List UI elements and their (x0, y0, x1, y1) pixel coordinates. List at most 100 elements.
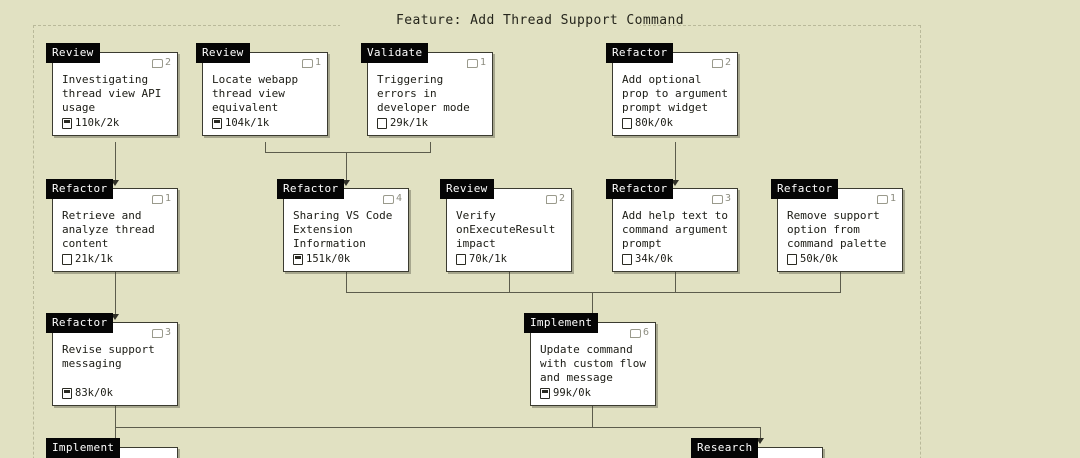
comment-count-value: 1 (889, 193, 896, 204)
comment-count: 4 (382, 193, 402, 204)
token-usage: 151k/0k (284, 251, 408, 271)
comment-bubble-icon (382, 195, 394, 204)
comment-bubble-icon (545, 195, 557, 204)
edge-triggering-down (430, 142, 431, 153)
arrowhead-research-bottom (756, 438, 764, 444)
task-card[interactable]: Research (691, 438, 823, 458)
arrowhead-sharing (342, 180, 350, 186)
task-title: Add optional prop to argument prompt wid… (622, 73, 728, 114)
token-usage-value: 34k/0k (635, 253, 673, 265)
task-title: Retrieve and analyze thread content (62, 209, 155, 250)
token-usage: 99k/0k (531, 385, 655, 405)
task-status-badge: Refactor (46, 313, 114, 333)
edge-help-down (675, 271, 676, 293)
task-status-badge: Validate (361, 43, 429, 63)
edge-revise-down (115, 405, 116, 428)
task-title: Revise support messaging (62, 343, 155, 370)
edge-retrieve-to-revise (115, 271, 116, 316)
task-status-badge: Refactor (46, 179, 114, 199)
comment-count-value: 3 (164, 327, 171, 338)
edge-verify-down (509, 271, 510, 293)
comment-count: 1 (301, 57, 321, 68)
task-title: Sharing VS Code Extension Information (293, 209, 393, 250)
arrowhead-help-text (671, 180, 679, 186)
token-usage-value: 83k/0k (75, 387, 113, 399)
title-backdrop (340, 17, 640, 34)
card-header: 2 (613, 53, 737, 72)
document-token-icon (456, 253, 466, 265)
token-usage-value: 104k/1k (225, 117, 270, 129)
task-title: Investigating thread view API usage (62, 73, 162, 114)
comment-count: 1 (876, 193, 896, 204)
comment-count-value: 2 (558, 193, 565, 204)
card-header: 1 (778, 189, 902, 208)
comment-count: 2 (151, 57, 171, 68)
token-usage: 29k/1k (368, 115, 492, 135)
edge-sharing-down (346, 271, 347, 293)
task-title: Triggering errors in developer mode (377, 73, 470, 114)
edge-bus-to-sharing (346, 152, 347, 182)
comment-bubble-icon (151, 59, 163, 68)
comment-count-value: 1 (479, 57, 486, 68)
token-usage-value: 21k/1k (75, 253, 113, 265)
comment-count-value: 2 (724, 57, 731, 68)
edge-prop-to-help-text (675, 142, 676, 182)
document-token-icon (787, 253, 797, 265)
comment-count: 3 (711, 193, 731, 204)
card-header: 1 (53, 189, 177, 208)
document-token-icon (622, 117, 632, 129)
card-header: 6 (531, 323, 655, 342)
task-status-badge: Review (46, 43, 100, 63)
token-usage: 70k/1k (447, 251, 571, 271)
task-status-badge: Implement (524, 313, 599, 333)
comment-bubble-icon (876, 195, 888, 204)
comment-bubble-icon (629, 329, 641, 338)
task-status-badge: Research (691, 438, 759, 458)
card-header: 2 (53, 53, 177, 72)
document-token-icon (62, 117, 72, 129)
task-title: Add help text to command argument prompt (622, 209, 728, 250)
task-status-badge: Review (196, 43, 250, 63)
token-usage-value: 99k/0k (553, 387, 591, 399)
document-token-icon (62, 387, 72, 399)
comment-bubble-icon (711, 59, 723, 68)
comment-count: 1 (466, 57, 486, 68)
comment-count-value: 3 (724, 193, 731, 204)
comment-bubble-icon (466, 59, 478, 68)
token-usage: 104k/1k (203, 115, 327, 135)
token-usage-value: 110k/2k (75, 117, 120, 129)
document-token-icon (212, 117, 222, 129)
task-status-badge: Implement (46, 438, 121, 458)
task-card[interactable]: Implement (46, 438, 178, 458)
arrowhead-retrieve (111, 180, 119, 186)
edge-bus-locate-triggering (265, 152, 431, 153)
comment-count-value: 2 (164, 57, 171, 68)
card-header: 3 (613, 189, 737, 208)
comment-count: 3 (151, 327, 171, 338)
edge-bus-row2 (346, 292, 841, 293)
token-usage-value: 50k/0k (800, 253, 838, 265)
task-title: Remove support option from command palet… (787, 209, 887, 250)
arrowhead-revise (111, 314, 119, 320)
document-token-icon (622, 253, 632, 265)
card-header: 1 (368, 53, 492, 72)
page-title: Feature: Add Thread Support Command (396, 13, 684, 28)
token-usage: 50k/0k (778, 251, 902, 271)
comment-bubble-icon (151, 329, 163, 338)
token-usage: 80k/0k (613, 115, 737, 135)
token-usage: 34k/0k (613, 251, 737, 271)
task-status-badge: Refactor (277, 179, 345, 199)
comment-count: 1 (151, 193, 171, 204)
